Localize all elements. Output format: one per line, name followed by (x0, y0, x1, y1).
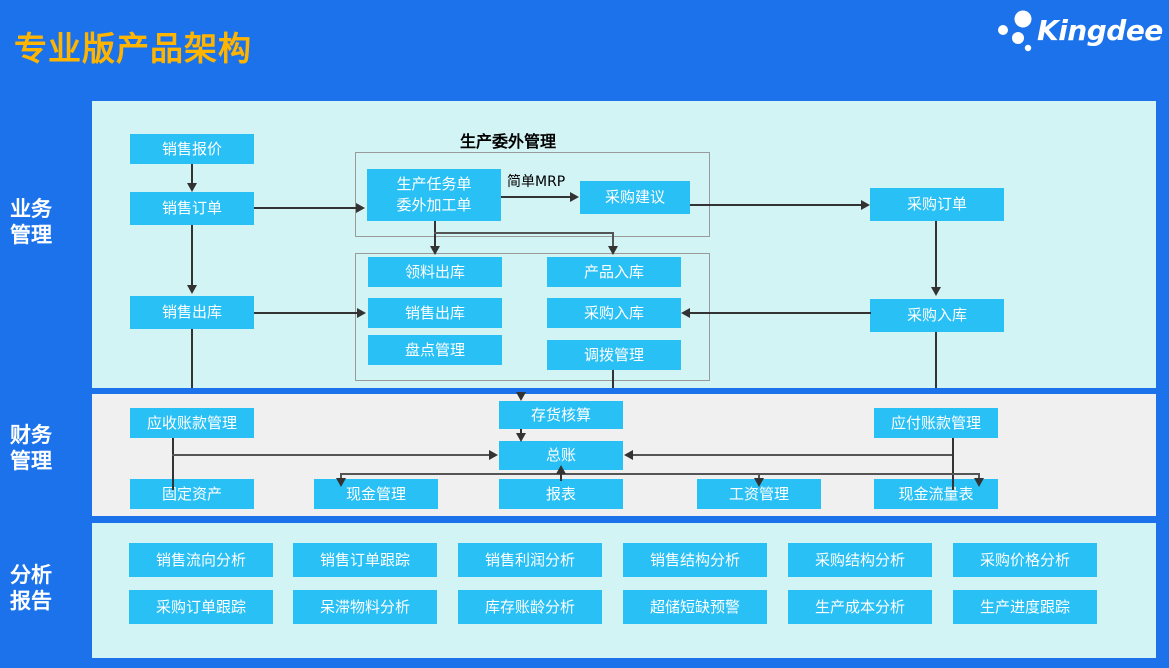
connector-production-to-advice (501, 196, 571, 198)
connector-salesout-to-salesissue (254, 312, 358, 314)
node-cash-management[interactable]: 现金管理 (314, 479, 438, 509)
arrowhead-quote-to-order (187, 183, 197, 192)
arrowhead-reports-to-gl (556, 465, 566, 474)
sidebar-item-finance: 财务 管理 (10, 422, 86, 474)
arrowhead-advice-to-purchaseorder (861, 200, 870, 210)
sidebar-item-finance-line1: 财务 (10, 423, 52, 447)
connector-transfer-down (612, 370, 614, 388)
connector-gl-bus-right (560, 473, 980, 475)
connector-ar-to-gl-h (172, 454, 490, 456)
node-sales-flow-analysis[interactable]: 销售流向分析 (129, 543, 273, 577)
sidebar-item-analysis-line1: 分析 (10, 563, 52, 587)
connector-salesout-down (191, 329, 193, 388)
node-stock-count[interactable]: 盘点管理 (368, 335, 502, 365)
arrowhead-business-to-inventorycosting (516, 392, 526, 401)
arrowhead-ar-to-gl (489, 450, 498, 460)
arrowhead-purchaseorder-to-receipt (931, 287, 941, 296)
connector-receipt-down (935, 332, 937, 388)
arrowhead-production-to-advice (570, 192, 579, 202)
sidebar-item-business: 业务 管理 (10, 196, 86, 248)
node-purchase-advice[interactable]: 采购建议 (580, 181, 690, 214)
connector-gl-bus-left (340, 473, 562, 475)
arrowhead-order-to-production (356, 203, 365, 213)
node-ar-management[interactable]: 应收账款管理 (130, 408, 254, 438)
node-production-task-line1: 生产任务单 (396, 175, 472, 193)
arrowhead-gl-to-cashflow (974, 478, 984, 487)
node-overstock-shortage-alert[interactable]: 超储短缺预警 (623, 590, 767, 624)
node-product-in[interactable]: 产品入库 (547, 257, 681, 287)
arrowhead-gl-to-payroll (754, 478, 764, 487)
production-group-container (355, 152, 710, 237)
connector-production-to-productin-h (434, 232, 614, 234)
node-inventory-costing[interactable]: 存货核算 (499, 401, 623, 429)
node-reports[interactable]: 报表 (499, 479, 623, 509)
sidebar-item-business-line1: 业务 (10, 197, 52, 221)
arrowhead-production-to-productin (608, 246, 618, 255)
node-production-progress-tracking[interactable]: 生产进度跟踪 (953, 590, 1097, 624)
brand-name: Kingdee (1037, 14, 1163, 47)
connector-gl-bus-right-down (758, 473, 760, 482)
node-purchase-order-tracking[interactable]: 采购订单跟踪 (129, 590, 273, 624)
node-sales-order-tracking[interactable]: 销售订单跟踪 (293, 543, 437, 577)
node-purchase-order[interactable]: 采购订单 (870, 188, 1004, 221)
brand-logo: Kingdee (985, 8, 1163, 56)
connector-advice-to-purchaseorder (690, 204, 862, 206)
section-business: 生产委外管理 销售报价 销售订单 销售出库 生产任务单 委外加工单 简单MRP … (92, 101, 1156, 388)
node-sales-profit-analysis[interactable]: 销售利润分析 (458, 543, 602, 577)
connector-reports-to-gl (560, 473, 562, 481)
arrowhead-inventorycosting-to-gl (516, 433, 526, 442)
sidebar-item-business-line2: 管理 (10, 223, 52, 247)
connector-order-to-production (254, 207, 357, 209)
node-material-issue[interactable]: 领料出库 (368, 257, 502, 287)
page-title: 专业版产品架构 (14, 29, 252, 68)
edge-label-simple-mrp: 简单MRP (507, 174, 566, 190)
connector-ar-vertical (172, 438, 174, 490)
node-fixed-assets[interactable]: 固定资产 (130, 479, 254, 509)
node-sales-quote[interactable]: 销售报价 (130, 134, 254, 164)
inventory-group-container (355, 253, 710, 381)
node-sales-issue[interactable]: 销售出库 (368, 298, 502, 328)
arrowhead-salesout-to-salesissue (357, 308, 366, 318)
section-analysis: 销售流向分析 销售订单跟踪 销售利润分析 销售结构分析 采购结构分析 采购价格分… (92, 523, 1156, 658)
node-purchase-price-analysis[interactable]: 采购价格分析 (953, 543, 1097, 577)
connector-gl-bus-far-right-down (978, 473, 980, 482)
connector-gl-bus-left-down (340, 473, 342, 482)
node-production-cost-analysis[interactable]: 生产成本分析 (788, 590, 932, 624)
connector-production-to-productin-v (612, 232, 614, 248)
sidebar-item-analysis: 分析 报告 (10, 562, 86, 614)
connector-quote-to-order (191, 164, 193, 184)
connector-inventorycosting-to-gl (520, 429, 522, 435)
node-sales-out[interactable]: 销售出库 (130, 296, 254, 329)
node-transfer-mgmt[interactable]: 调拨管理 (547, 340, 681, 370)
node-purchase-structure-analysis[interactable]: 采购结构分析 (788, 543, 932, 577)
arrowhead-receipt-to-purchasein (681, 308, 690, 318)
production-group-title: 生产委外管理 (460, 132, 557, 151)
node-ap-management[interactable]: 应付账款管理 (874, 408, 998, 438)
node-purchase-receipt[interactable]: 采购入库 (870, 299, 1004, 332)
node-slow-moving-analysis[interactable]: 呆滞物料分析 (293, 590, 437, 624)
arrowhead-order-to-salesout (187, 285, 197, 294)
connector-purchaseorder-to-receipt (935, 221, 937, 287)
connector-ap-vertical (952, 438, 954, 490)
arrowhead-gl-to-cashmgmt (336, 478, 346, 487)
node-production-task-line2: 委外加工单 (396, 196, 472, 214)
connector-order-to-salesout (191, 225, 193, 285)
sidebar-item-analysis-line2: 报告 (10, 589, 52, 613)
node-sales-structure-analysis[interactable]: 销售结构分析 (623, 543, 767, 577)
node-production-task[interactable]: 生产任务单 委外加工单 (367, 169, 501, 221)
sidebar-item-finance-line2: 管理 (10, 449, 52, 473)
node-general-ledger[interactable]: 总账 (499, 441, 623, 470)
node-inventory-aging-analysis[interactable]: 库存账龄分析 (458, 590, 602, 624)
connector-production-to-materialissue (434, 221, 436, 247)
node-purchase-in[interactable]: 采购入库 (547, 298, 681, 328)
arrowhead-production-to-materialissue (430, 246, 440, 255)
section-finance: 应收账款管理 存货核算 应付账款管理 总账 固定资产 现金管理 报表 工资管理 … (92, 392, 1156, 516)
arrowhead-ap-to-gl (624, 450, 633, 460)
node-sales-order[interactable]: 销售订单 (130, 192, 254, 225)
connector-receipt-to-purchasein (690, 312, 871, 314)
kingdee-dots-icon (998, 10, 1032, 52)
connector-ap-to-gl-h (633, 454, 952, 456)
